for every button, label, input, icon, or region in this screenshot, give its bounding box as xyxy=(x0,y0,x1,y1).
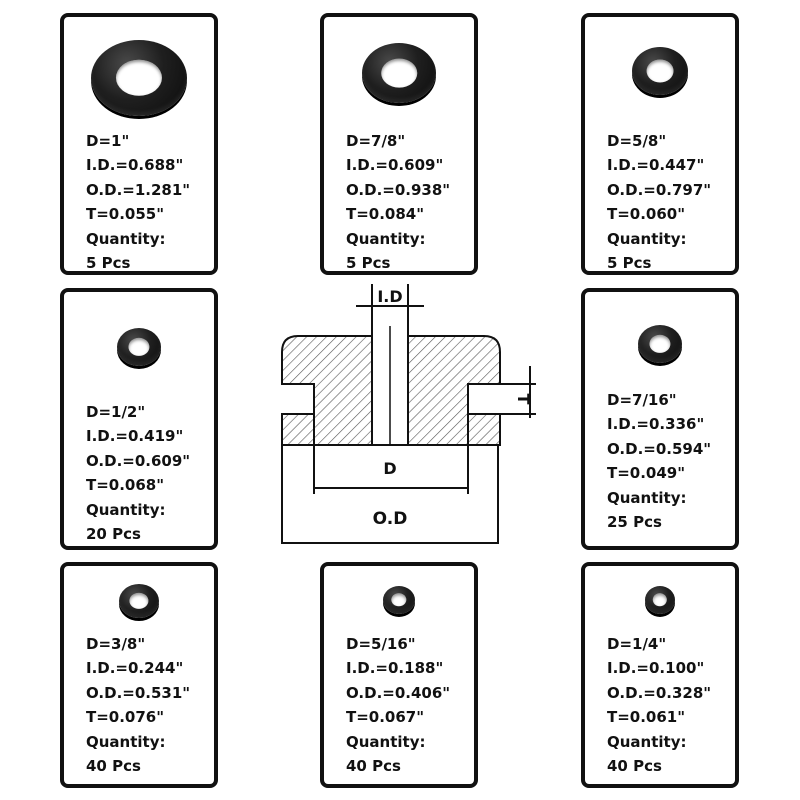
rubber-grommet-icon xyxy=(362,43,436,103)
thickness: T=0.076" xyxy=(86,708,165,727)
rubber-grommet-icon xyxy=(645,586,675,614)
rubber-grommet-icon xyxy=(119,584,159,618)
outer-diameter: O.D.=1.281" xyxy=(86,180,191,199)
grommet-card: D=5/16" I.D.=0.188" O.D.=0.406" T=0.067"… xyxy=(320,562,478,788)
od-label: O.D xyxy=(373,509,408,529)
outer-diameter: O.D.=0.609" xyxy=(86,451,191,470)
outer-diameter: O.D.=0.531" xyxy=(86,683,191,702)
outer-diameter: O.D.=0.938" xyxy=(346,180,451,199)
grommet-card: D=7/16" I.D.=0.336" O.D.=0.594" T=0.049"… xyxy=(581,288,739,550)
rubber-grommet-icon xyxy=(91,40,187,116)
thickness: T=0.084" xyxy=(346,205,425,224)
grommet-specs: D=7/16" I.D.=0.336" O.D.=0.594" T=0.049"… xyxy=(607,388,711,534)
diameter: D=1/4" xyxy=(607,635,667,653)
quantity-label: Quantity: xyxy=(86,500,166,519)
thickness: T=0.060" xyxy=(607,205,686,224)
outer-diameter: O.D.=0.594" xyxy=(607,439,712,458)
inner-diameter: I.D.=0.188" xyxy=(346,659,444,678)
diameter: D=7/8" xyxy=(346,132,406,150)
quantity-value: 40 Pcs xyxy=(607,756,662,775)
quantity-value: 5 Pcs xyxy=(346,253,391,272)
t-label: T xyxy=(514,394,533,405)
grommet-specs: D=1" I.D.=0.688" O.D.=1.281" T=0.055" Qu… xyxy=(86,129,190,275)
diameter: D=5/8" xyxy=(607,132,667,150)
grommet-specs: D=5/8" I.D.=0.447" O.D.=0.797" T=0.060" … xyxy=(607,129,711,275)
quantity-value: 40 Pcs xyxy=(346,756,401,775)
grommet-card: D=1" I.D.=0.688" O.D.=1.281" T=0.055" Qu… xyxy=(60,13,218,275)
quantity-value: 25 Pcs xyxy=(607,512,662,531)
diameter: D=3/8" xyxy=(86,635,146,653)
thickness: T=0.067" xyxy=(346,708,425,727)
inner-diameter: I.D.=0.244" xyxy=(86,659,184,678)
inner-diameter: I.D.=0.100" xyxy=(607,659,705,678)
grommet-specs: D=1/2" I.D.=0.419" O.D.=0.609" T=0.068" … xyxy=(86,400,190,546)
outer-diameter: O.D.=0.328" xyxy=(607,683,712,702)
grommet-cross-section-diagram: I.D T D O.D xyxy=(281,284,536,544)
quantity-value: 40 Pcs xyxy=(86,756,141,775)
grommet-card: D=1/4" I.D.=0.100" O.D.=0.328" T=0.061" … xyxy=(581,562,739,788)
id-label: I.D xyxy=(377,287,402,306)
grommet-specs: D=5/16" I.D.=0.188" O.D.=0.406" T=0.067"… xyxy=(346,632,450,778)
inner-diameter: I.D.=0.419" xyxy=(86,427,184,446)
thickness: T=0.055" xyxy=(86,205,165,224)
grommet-specs: D=3/8" I.D.=0.244" O.D.=0.531" T=0.076" … xyxy=(86,632,190,778)
d-label: D xyxy=(383,459,396,478)
diameter: D=5/16" xyxy=(346,635,416,653)
grommet-card: D=5/8" I.D.=0.447" O.D.=0.797" T=0.060" … xyxy=(581,13,739,275)
diameter: D=1" xyxy=(86,132,130,150)
grommet-left-half xyxy=(281,335,373,446)
outer-diameter: O.D.=0.406" xyxy=(346,683,451,702)
quantity-label: Quantity: xyxy=(607,732,687,751)
thickness: T=0.061" xyxy=(607,708,686,727)
thickness: T=0.068" xyxy=(86,476,165,495)
quantity-label: Quantity: xyxy=(86,229,166,248)
quantity-label: Quantity: xyxy=(86,732,166,751)
diameter: D=7/16" xyxy=(607,391,677,409)
panel-base xyxy=(281,444,499,544)
grommet-card: D=1/2" I.D.=0.419" O.D.=0.609" T=0.068" … xyxy=(60,288,218,550)
rubber-grommet-icon xyxy=(383,586,415,614)
inner-diameter: I.D.=0.447" xyxy=(607,156,705,175)
grommet-specs: D=7/8" I.D.=0.609" O.D.=0.938" T=0.084" … xyxy=(346,129,450,275)
rubber-grommet-icon xyxy=(117,328,161,366)
grommet-specs: D=1/4" I.D.=0.100" O.D.=0.328" T=0.061" … xyxy=(607,632,711,778)
rubber-grommet-icon xyxy=(632,47,688,95)
grommet-right-half xyxy=(407,335,501,446)
quantity-label: Quantity: xyxy=(607,229,687,248)
inner-diameter: I.D.=0.609" xyxy=(346,156,444,175)
diameter: D=1/2" xyxy=(86,403,146,421)
inner-diameter: I.D.=0.336" xyxy=(607,415,705,434)
outer-diameter: O.D.=0.797" xyxy=(607,180,712,199)
thickness: T=0.049" xyxy=(607,464,686,483)
inner-diameter: I.D.=0.688" xyxy=(86,156,184,175)
rubber-grommet-icon xyxy=(638,325,682,363)
grommet-card: D=7/8" I.D.=0.609" O.D.=0.938" T=0.084" … xyxy=(320,13,478,275)
quantity-value: 5 Pcs xyxy=(607,253,652,272)
grommet-card: D=3/8" I.D.=0.244" O.D.=0.531" T=0.076" … xyxy=(60,562,218,788)
quantity-value: 5 Pcs xyxy=(86,253,131,272)
quantity-value: 20 Pcs xyxy=(86,524,141,543)
quantity-label: Quantity: xyxy=(346,732,426,751)
quantity-label: Quantity: xyxy=(607,488,687,507)
quantity-label: Quantity: xyxy=(346,229,426,248)
